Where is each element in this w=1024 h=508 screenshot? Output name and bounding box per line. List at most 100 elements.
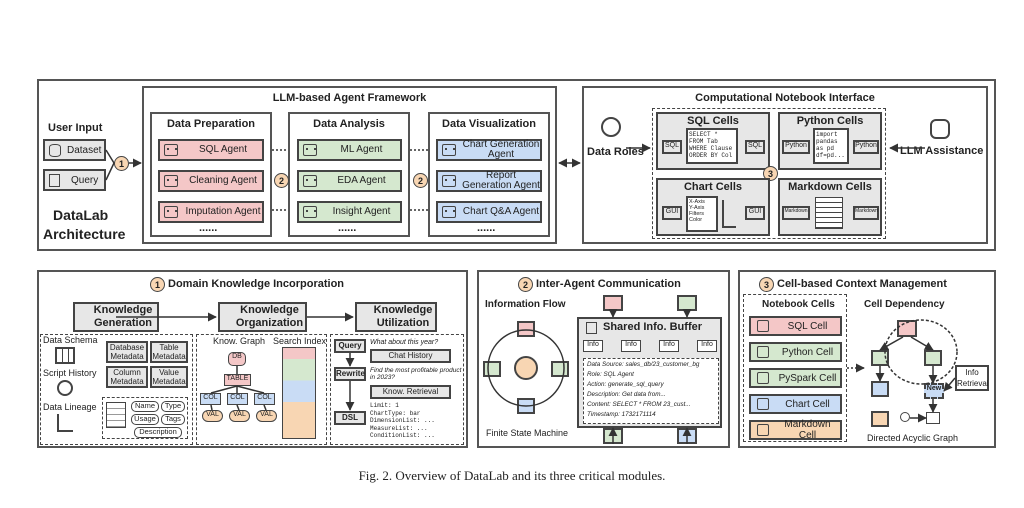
robot-icon	[442, 206, 456, 218]
badge-2-left: 2	[274, 173, 289, 188]
gui-out: GUI	[745, 206, 765, 220]
module1-title: Domain Knowledge Incorporation	[168, 278, 345, 290]
graph-node-val: VAL	[229, 410, 250, 422]
table-icon	[55, 347, 75, 364]
markdown-cells-title: Markdown Cells	[788, 181, 872, 193]
robot-icon	[442, 175, 456, 187]
dag-node-blue	[871, 381, 889, 397]
py-in: Python	[782, 140, 810, 154]
rewrite-step: Rewrite	[334, 367, 366, 381]
chart-qa-agent: Chart Q&A Agent	[436, 201, 542, 223]
sql-code-line: SELECT *	[689, 131, 718, 138]
arch-title-1: DataLab	[53, 207, 109, 223]
organization-region	[196, 334, 327, 445]
query-step: Query	[334, 339, 366, 353]
py-code-line: as pd	[816, 145, 835, 152]
users-icon	[601, 117, 621, 137]
notebook-cells-region	[743, 294, 847, 442]
user-input-label: User Input	[48, 122, 103, 134]
badge-1-m: 1	[150, 277, 165, 292]
tag-name: Name	[131, 401, 159, 412]
robot-icon	[164, 206, 178, 218]
document-lines-icon	[815, 197, 843, 229]
dag-node-new: New	[924, 383, 944, 399]
gauge-icon	[757, 398, 769, 410]
fsm-label: Finite State Machine	[486, 428, 569, 438]
dag-label: Directed Acyclic Graph	[867, 433, 959, 443]
chart-cells-title: Chart Cells	[683, 181, 743, 193]
dsl-line: DimensionList: ...	[370, 417, 435, 424]
badge-3-m: 3	[759, 277, 774, 292]
chart-opts: X-Axis Y-Axis Filters Color	[686, 196, 718, 232]
retrieval-box: Know. Retrieval	[370, 385, 451, 399]
search-index-stack	[282, 347, 316, 439]
value-metadata: Value Metadata	[150, 366, 188, 388]
record-line: Timestamp: 1732171114	[587, 411, 656, 418]
chart-opt: Color	[689, 217, 703, 223]
py-code-line: df=pd...	[816, 152, 845, 159]
markdown-icon	[757, 424, 769, 436]
record-line: Action: generate_sql_query	[587, 381, 664, 388]
cell-dependency-label: Cell Dependency	[864, 299, 945, 310]
bar-chart-icon	[722, 200, 736, 228]
buffer-title: Shared Info. Buffer	[603, 321, 703, 333]
generation-region	[40, 334, 193, 445]
fsm-agent-center	[514, 356, 538, 380]
chart-opt: Y-Axis	[689, 205, 705, 211]
search-index-label: Search Index	[273, 336, 327, 346]
py-out: Python	[853, 140, 879, 154]
viz-title: Data Visualization	[442, 118, 536, 130]
dag-node-orange	[871, 411, 889, 427]
chart-generation-agent: Chart Generation Agent	[436, 139, 542, 161]
robot-icon	[164, 175, 178, 187]
utilization-region	[330, 334, 464, 445]
module2-title: Inter-Agent Communication	[536, 278, 681, 290]
dsl-line: ConditionList: ...	[370, 432, 435, 439]
record-line: Content: SELECT * FROM 23_cust...	[587, 401, 691, 408]
database-metadata: Database Metadata	[106, 341, 148, 363]
viz-ellipsis: ......	[477, 222, 496, 234]
arch-title-2: Architecture	[43, 226, 126, 242]
dag-node-left	[871, 350, 889, 366]
rewritten-question: Find the most profitable product in 2023…	[370, 367, 462, 381]
query-box: Query	[43, 169, 106, 191]
py-code-line: pandas	[816, 138, 838, 145]
imputation-agent: Imputation Agent	[158, 201, 264, 223]
insight-agent: Insight Agent	[297, 201, 402, 223]
star-icon	[757, 372, 769, 384]
tag-type: Type	[161, 401, 185, 412]
dataset-label: Dataset	[67, 145, 102, 156]
tag-description: Description	[134, 427, 182, 438]
dsl-line: ChartType: bar	[370, 409, 421, 417]
fsm-agent-red	[517, 321, 535, 337]
info-chip: Info	[697, 340, 717, 352]
sql-cell: SQL Cell	[749, 316, 842, 336]
python-cell: Python Cell	[749, 342, 842, 362]
chart-opt: Filters	[689, 211, 704, 217]
prep-title: Data Preparation	[166, 118, 256, 130]
dsl-card: Limit: 1 ChartType: bar DimensionList: .…	[370, 402, 448, 440]
figure-caption: Fig. 2. Overview of DataLab and its thre…	[358, 468, 666, 483]
robot-icon	[164, 144, 178, 156]
graph-node-val: VAL	[202, 410, 223, 422]
info-chip: Info	[583, 340, 603, 352]
chart-opt: X-Axis	[689, 199, 705, 205]
clock-icon	[57, 380, 73, 396]
data-lineage-label: Data Lineage	[43, 402, 97, 412]
data-roles-label: Data Roles	[587, 146, 644, 158]
ml-agent: ML Agent	[297, 139, 402, 161]
python-cells-title: Python Cells	[796, 115, 864, 127]
framework-title: LLM-based Agent Framework	[272, 92, 427, 104]
chat-history-box: Chat History	[370, 349, 451, 363]
sql-code-line: ORDER BY Col	[689, 152, 733, 159]
buffer-icon	[586, 322, 597, 334]
md-out: Markdown	[853, 206, 879, 220]
sql-code-line: FROM Tab	[689, 138, 718, 145]
robot-icon	[303, 175, 317, 187]
script-history-label: Script History	[43, 368, 97, 378]
robot-icon	[303, 144, 317, 156]
query-icon	[49, 174, 60, 187]
data-schema-label: Data Schema	[43, 335, 98, 345]
record-line: Description: Get data from...	[587, 391, 666, 398]
